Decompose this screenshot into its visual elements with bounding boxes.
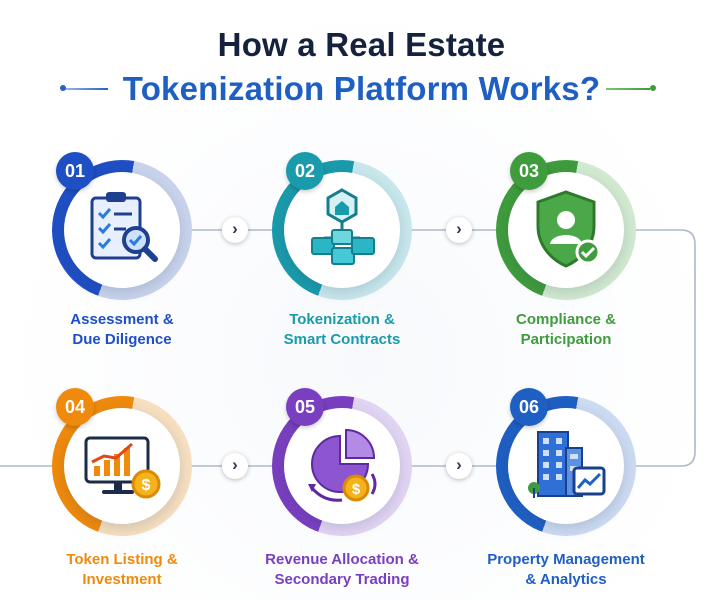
step-2-label: Tokenization & Smart Contracts bbox=[232, 310, 452, 350]
title-line-1: How a Real Estate bbox=[217, 26, 506, 63]
step-2: 02 bbox=[272, 152, 412, 300]
step-5-label-line-2: Secondary Trading bbox=[274, 571, 410, 588]
title-line-2: Tokenization Platform Works? bbox=[122, 70, 601, 107]
step-4: $ 04 bbox=[52, 388, 192, 536]
step-4-badge: 04 bbox=[56, 388, 94, 426]
step-1: 01 bbox=[52, 152, 192, 300]
step-6-label-line-2: & Analytics bbox=[525, 571, 607, 588]
svg-text:$: $ bbox=[352, 481, 361, 498]
shield-user-icon bbox=[536, 190, 601, 268]
step-6: 06 bbox=[496, 388, 636, 536]
pie-chart-coin-icon: $ bbox=[308, 428, 377, 502]
step-5-label: Revenue Allocation & Secondary Trading bbox=[232, 550, 452, 590]
step-2-label-line-1: Tokenization & bbox=[289, 311, 395, 328]
step-3-label: Compliance & Participation bbox=[456, 310, 676, 350]
building-analytics-icon bbox=[528, 431, 606, 498]
chevron-right-icon: › bbox=[446, 217, 472, 243]
chevron-right-icon: › bbox=[222, 453, 248, 479]
chevron-right-icon: › bbox=[446, 453, 472, 479]
step-3: 03 bbox=[496, 152, 636, 300]
step-3-label-line-1: Compliance & bbox=[515, 311, 617, 328]
step-4-label-line-2: Investment bbox=[82, 571, 162, 588]
step-1-label-line-1: Assessment & bbox=[70, 311, 174, 328]
svg-text:$: $ bbox=[142, 477, 151, 494]
step-5: $ 05 bbox=[272, 388, 412, 536]
step-2-label-line-2: Smart Contracts bbox=[283, 331, 401, 348]
checklist-magnifier-icon bbox=[90, 192, 158, 262]
step-1-badge: 01 bbox=[56, 152, 94, 190]
step-4-label: Token Listing & Investment bbox=[12, 550, 232, 590]
step-3-badge: 03 bbox=[510, 152, 548, 190]
title-decoration-left bbox=[60, 85, 108, 91]
step-6-label: Property Management & Analytics bbox=[456, 550, 676, 590]
blockchain-house-icon bbox=[311, 188, 375, 265]
step-5-badge: 05 bbox=[286, 388, 324, 426]
step-1-label: Assessment & Due Diligence bbox=[12, 310, 232, 350]
step-5-label-line-1: Revenue Allocation & bbox=[265, 551, 419, 568]
connector-3-6 bbox=[632, 229, 696, 467]
step-6-badge: 06 bbox=[510, 388, 548, 426]
step-1-label-line-2: Due Diligence bbox=[72, 331, 172, 348]
monitor-chart-coin-icon: $ bbox=[84, 436, 161, 499]
step-2-badge: 02 bbox=[286, 152, 324, 190]
chevron-right-icon: › bbox=[222, 217, 248, 243]
step-3-label-line-2: Participation bbox=[520, 331, 612, 348]
step-6-label-line-1: Property Management bbox=[487, 551, 645, 568]
step-4-label-line-1: Token Listing & bbox=[66, 551, 178, 568]
title-decoration-right bbox=[606, 85, 656, 91]
